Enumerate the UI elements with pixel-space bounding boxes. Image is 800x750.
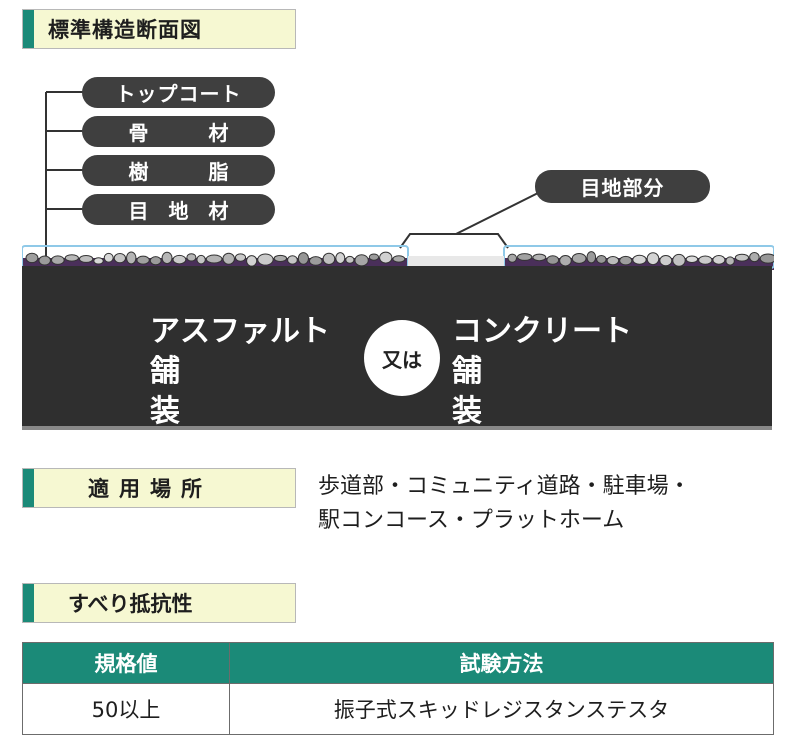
layer-topcoat: トップコート <box>82 77 275 108</box>
heading-title: すべり抵抗性 <box>68 592 193 616</box>
or-circle: 又は <box>364 320 440 396</box>
layer-leader-lines <box>45 91 549 256</box>
table-cell-method: 振子式スキッドレジスタンステスタ <box>229 683 774 735</box>
asphalt-pave-text: 舗装 <box>150 354 308 429</box>
layer-label: 樹脂 <box>128 160 289 184</box>
heading-title: 標準構造断面図 <box>48 18 202 42</box>
heading-title: 適用場所 <box>88 477 212 501</box>
layer-resin: 樹脂 <box>82 155 275 186</box>
table-row: 50以上 振子式スキッドレジスタンステスタ <box>22 683 774 735</box>
joint-label-text: 目地部分 <box>580 176 665 200</box>
layer-joint-material: 目地材 <box>82 194 275 225</box>
section-heading-application: 適用場所 <box>22 468 296 508</box>
concrete-text: コンクリート <box>452 314 632 349</box>
asphalt-text: アスファルト <box>150 314 330 349</box>
layer-label: トップコート <box>115 82 242 106</box>
heading-accent-bar <box>23 469 34 507</box>
section-heading-slip: すべり抵抗性 <box>22 583 296 623</box>
table-header-row: 規格値 試験方法 <box>22 642 774 684</box>
layer-aggregate: 骨材 <box>82 116 275 147</box>
places-line-2: 駅コンコース・プラットホーム <box>318 508 625 533</box>
heading-accent-bar <box>23 584 34 622</box>
table-cell-standard: 50以上 <box>22 683 230 735</box>
heading-accent-bar <box>23 10 34 48</box>
section-heading-structure: 標準構造断面図 <box>22 9 296 49</box>
pavement-right: コンクリート 舗装 <box>452 312 652 432</box>
layer-label: 目地材 <box>128 199 249 223</box>
places-line-1: 歩道部・コミュニティ道路・駐車場・ <box>318 474 691 499</box>
or-text: 又は <box>382 347 422 372</box>
application-places: 歩道部・コミュニティ道路・駐車場・ 駅コンコース・プラットホーム <box>318 470 788 538</box>
joint-label: 目地部分 <box>535 170 710 203</box>
slip-resistance-table: 規格値 試験方法 50以上 振子式スキッドレジスタンステスタ <box>22 642 774 735</box>
pavement-left: アスファルト 舗装 <box>150 312 350 432</box>
concrete-pave-line: 舗装 <box>452 352 652 432</box>
concrete-pave-text: 舗装 <box>452 354 610 429</box>
table-header-standard: 規格値 <box>22 642 230 684</box>
asphalt-pave-line: 舗装 <box>150 352 350 432</box>
layer-label: 骨材 <box>128 121 289 145</box>
table-header-method: 試験方法 <box>229 642 774 684</box>
